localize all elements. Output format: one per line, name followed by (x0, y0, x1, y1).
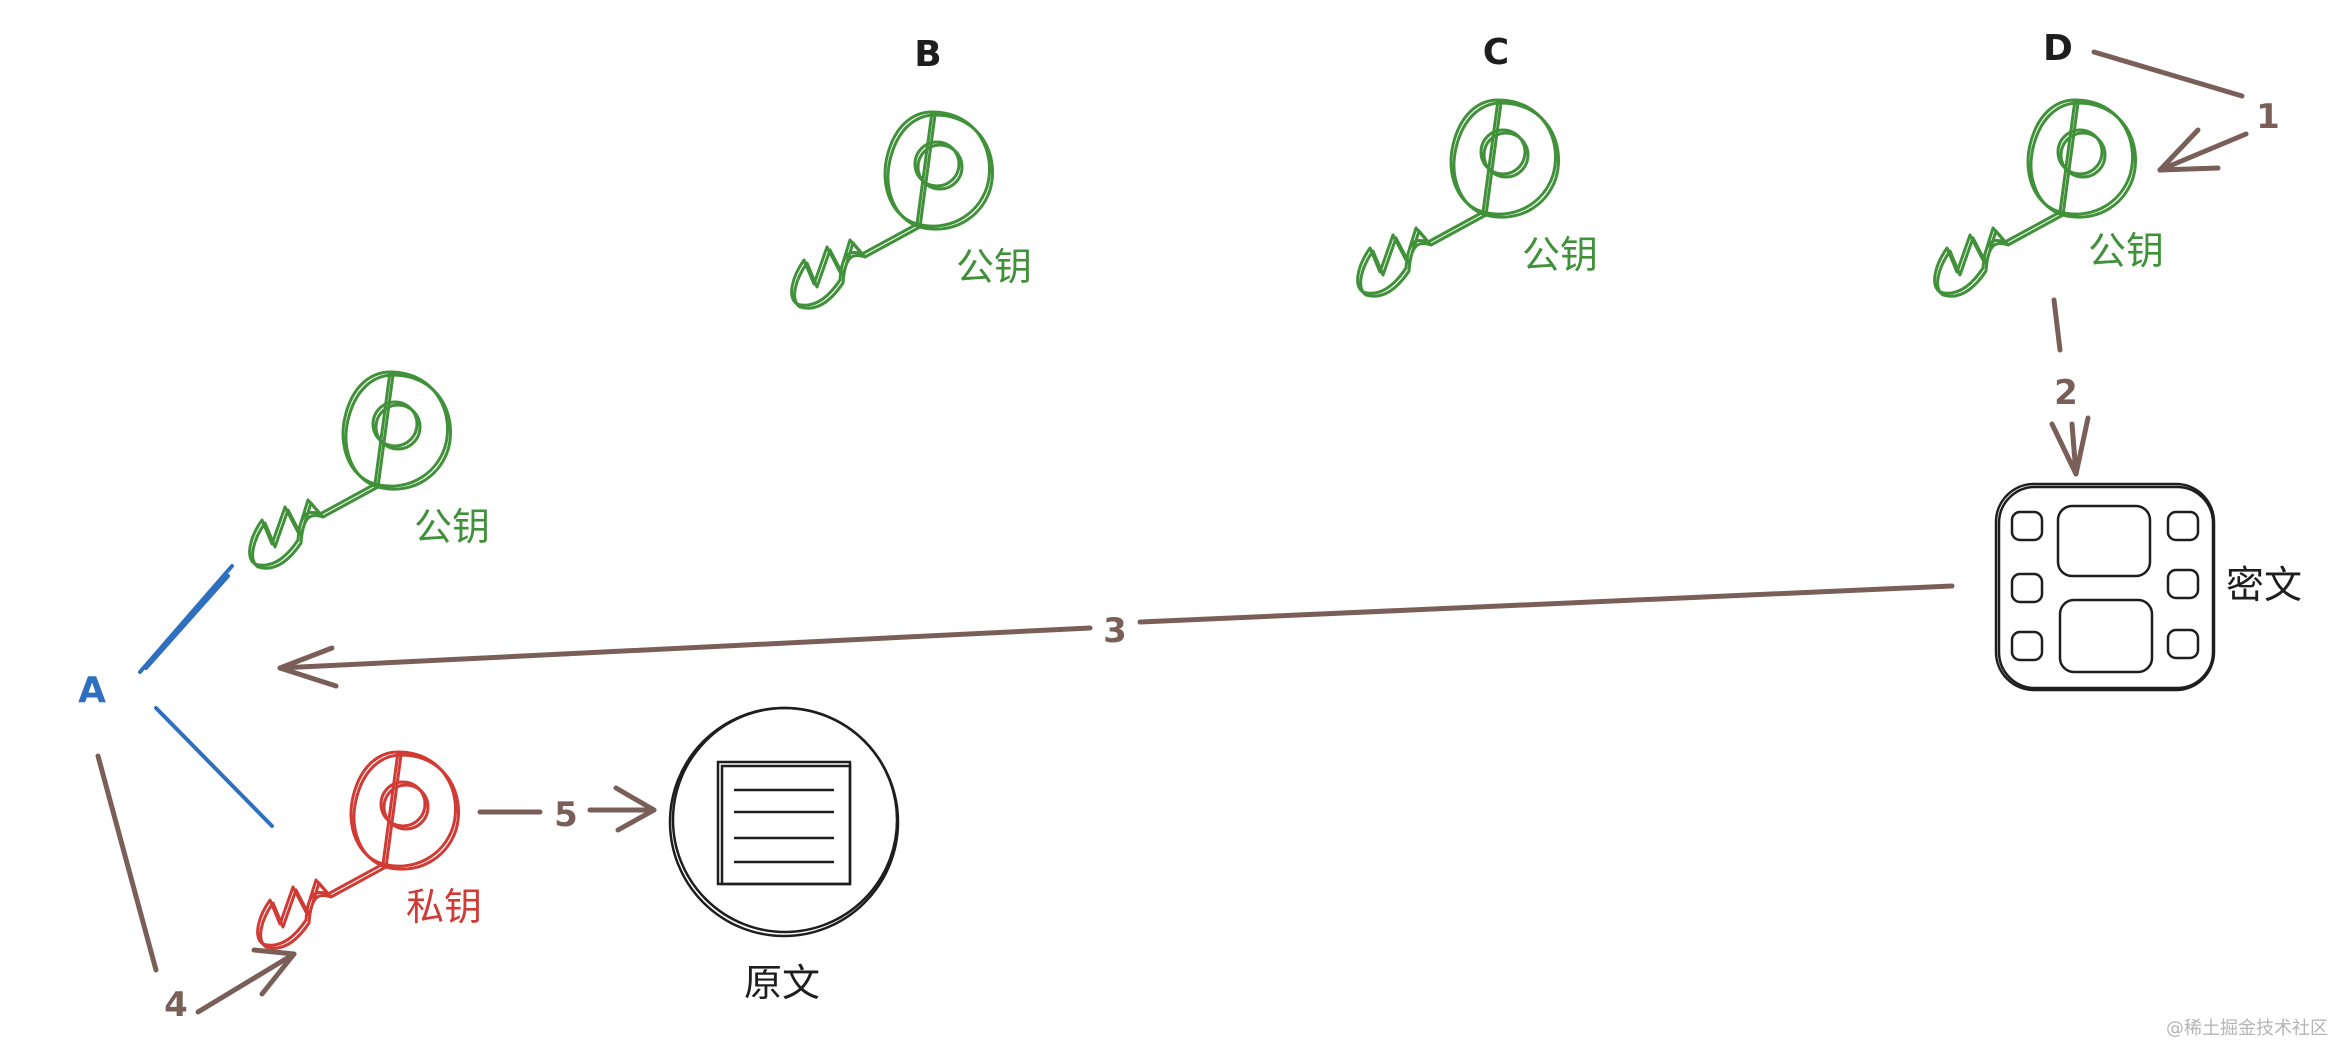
step-1-arrow (2091, 49, 2249, 173)
a-private-key: 私钥 (256, 750, 482, 950)
watermark-text: @稀土掘金技术社区 (2166, 1018, 2328, 1039)
step-3-arrow (277, 583, 1955, 689)
a-private-key-caption: 私钥 (406, 885, 482, 929)
step-5-label: 5 (554, 795, 578, 835)
node-d-label: D (2043, 28, 2073, 69)
public-key-c: 公钥 (1356, 98, 1598, 298)
node-a-label: A (78, 670, 106, 711)
a-public-key: 公钥 (248, 370, 490, 570)
film-icon (1994, 482, 2216, 692)
public-key-d: 公钥 (1933, 98, 2164, 298)
step-2-label: 2 (2054, 373, 2078, 413)
step-2-arrow (2049, 297, 2091, 477)
step-labels: 1 2 3 4 5 (164, 97, 2280, 1025)
plaintext: 原文 (668, 706, 900, 1005)
ciphertext-label: 密文 (2226, 563, 2302, 607)
public-key-b: 公钥 (790, 110, 1032, 310)
step-3-label: 3 (1103, 611, 1127, 651)
public-key-c-caption: 公钥 (1522, 233, 1598, 277)
step-1-label: 1 (2256, 97, 2280, 137)
a-key-links (138, 564, 274, 828)
public-key-b-caption: 公钥 (956, 245, 1032, 289)
step-5-arrow (477, 785, 657, 833)
step-4-arrow (95, 753, 297, 1015)
flow-arrows (95, 49, 2249, 1015)
public-key-d-caption: 公钥 (2088, 229, 2164, 273)
a-public-key-caption: 公钥 (414, 505, 490, 549)
document-icon (668, 706, 900, 938)
node-b-label: B (914, 34, 941, 75)
node-c-label: C (1483, 32, 1509, 73)
plaintext-label: 原文 (744, 961, 820, 1005)
step-4-label: 4 (164, 985, 188, 1025)
ciphertext: 密文 (1994, 482, 2302, 692)
